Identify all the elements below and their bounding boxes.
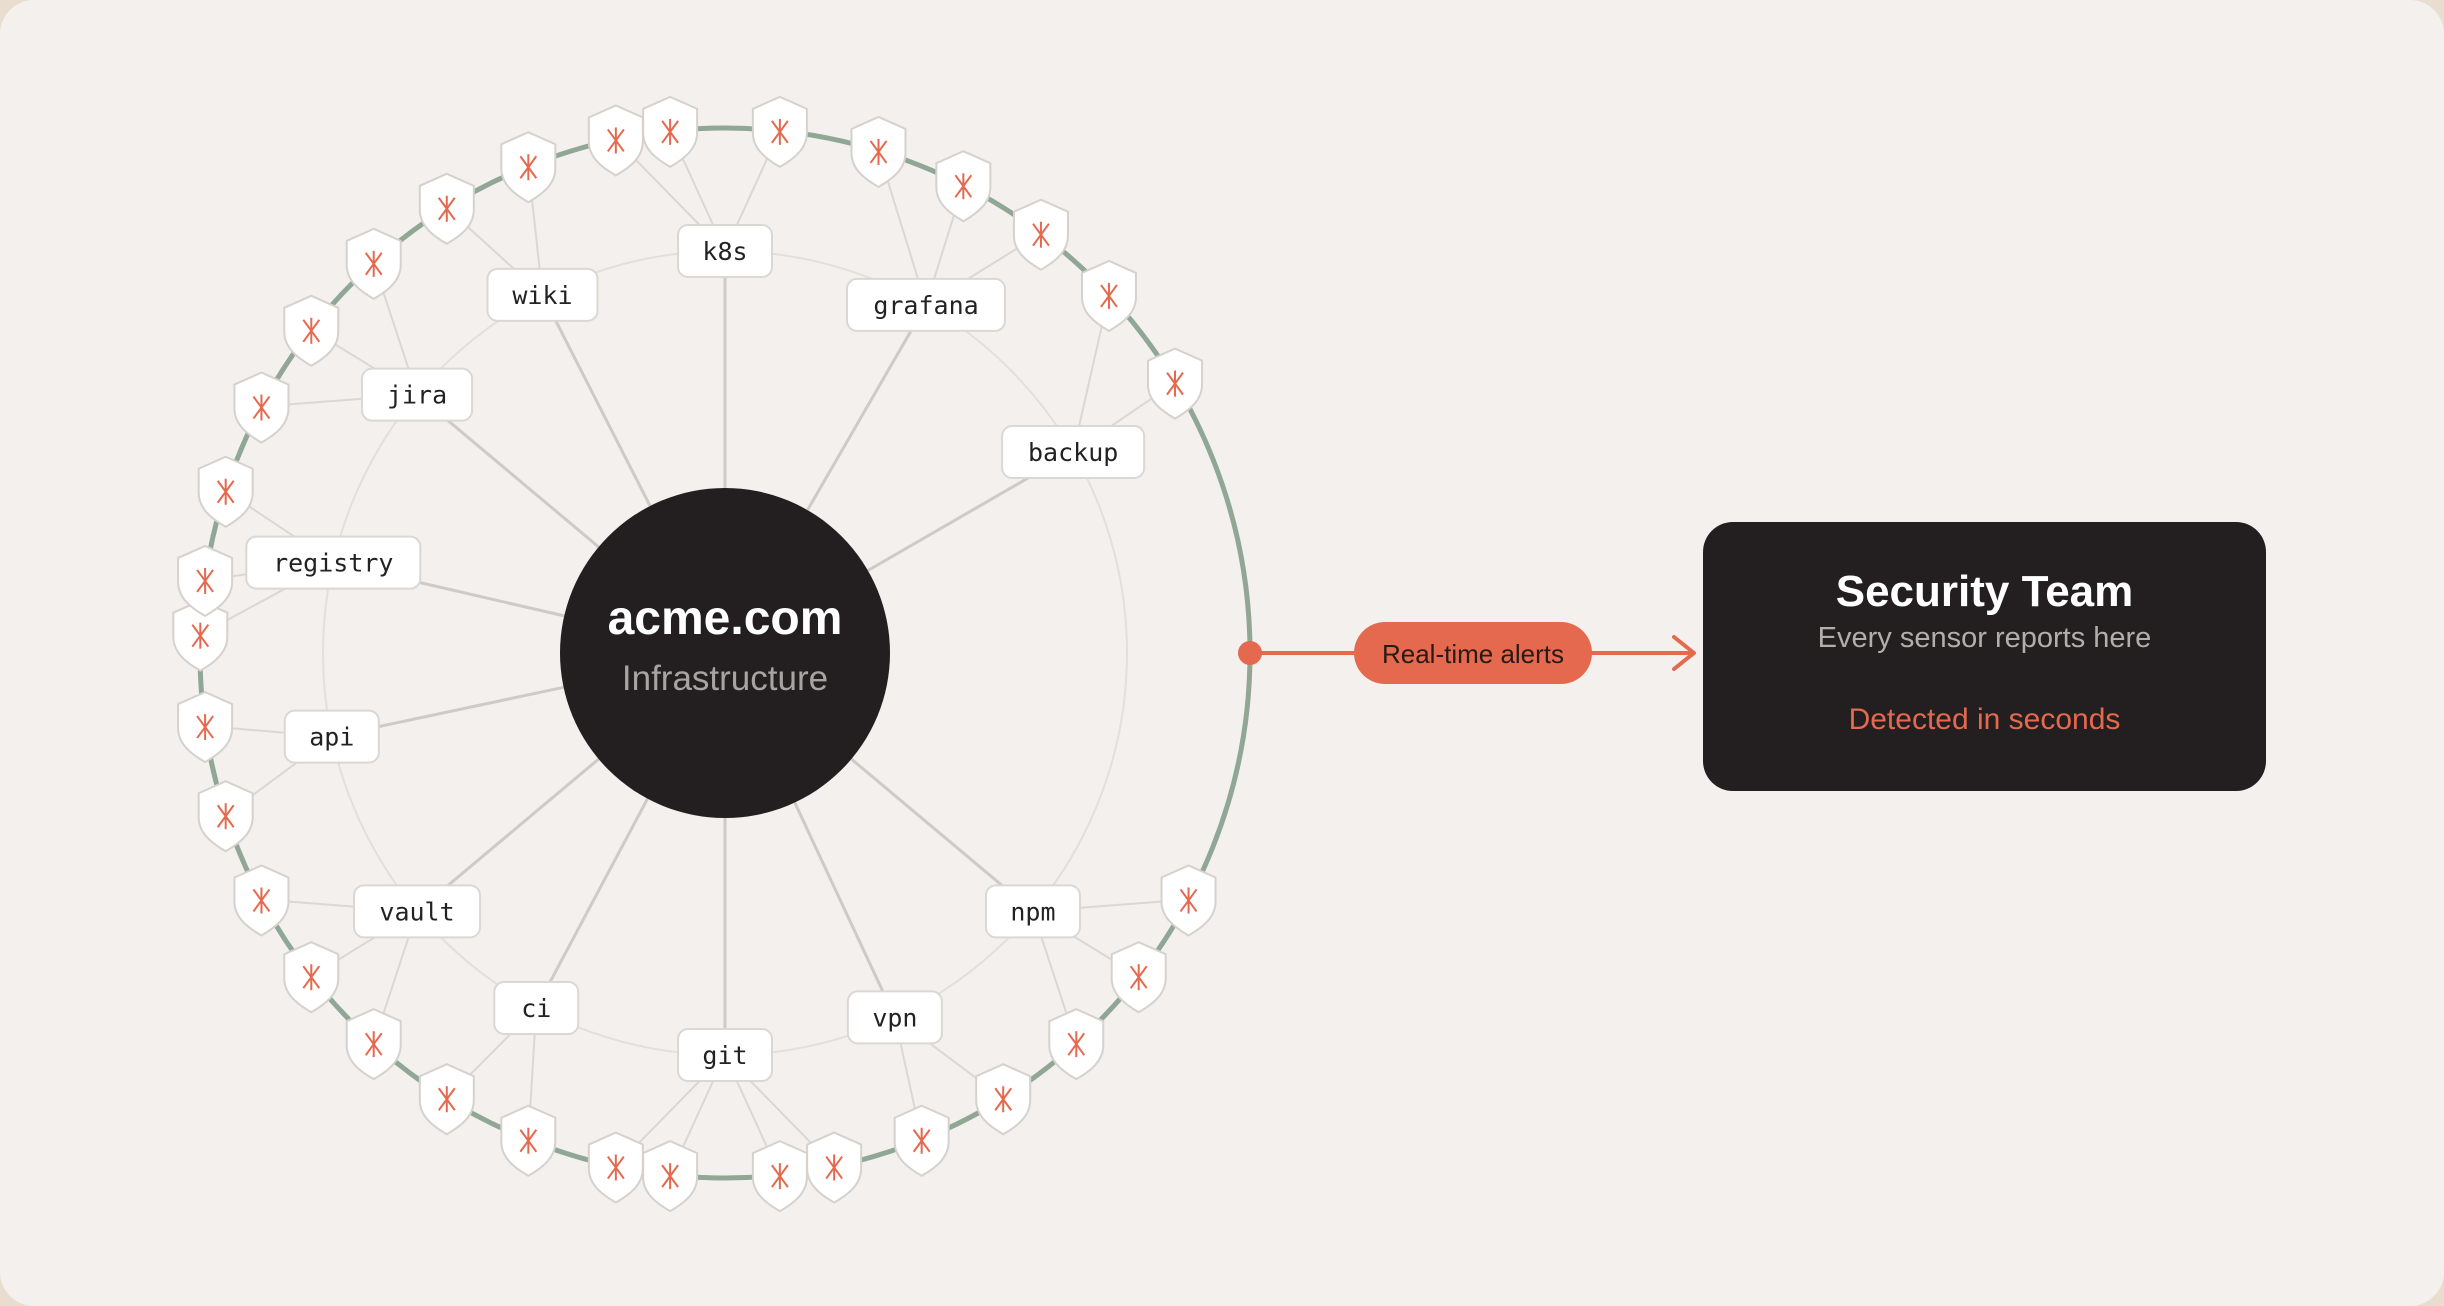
service-node-git: git — [677, 1028, 773, 1082]
arrow-right-icon — [1672, 635, 1696, 671]
service-label: vault — [379, 897, 454, 926]
service-node-ci: ci — [493, 980, 580, 1035]
team-title: Security Team — [1835, 567, 2134, 616]
shield-sensor-icon — [935, 150, 992, 223]
shield-sensor-icon — [283, 941, 340, 1014]
shield-sensor-icon — [177, 690, 234, 764]
shield-sensor-icon — [172, 599, 229, 672]
service-node-jira: jira — [361, 367, 474, 422]
service-node-registry: registry — [245, 535, 422, 590]
shield-sensor-icon — [283, 294, 340, 367]
shield-sensor-icon — [1147, 347, 1204, 420]
connector-dot-icon — [1238, 641, 1262, 665]
service-label: registry — [273, 549, 393, 578]
security-team-card: Security Team Every sensor reports here … — [1703, 522, 2266, 791]
shield-sensor-icon — [642, 1140, 699, 1213]
alert-label: Real-time alerts — [1382, 639, 1564, 669]
team-subtitle: Every sensor reports here — [1817, 622, 2152, 654]
service-label: api — [309, 723, 354, 752]
shield-sensor-icon — [177, 544, 234, 618]
shield-sensor-icon — [418, 1063, 475, 1136]
shield-sensor-icon — [418, 172, 475, 245]
alert-connector: Real-time alerts — [1238, 622, 1696, 684]
spoke-wiki — [541, 294, 652, 507]
service-node-wiki: wiki — [486, 267, 599, 322]
hub-subtitle: Infrastructure — [622, 659, 828, 698]
alert-pill — [1354, 622, 1592, 684]
service-node-k8s: k8s — [677, 224, 773, 278]
sensor-shields — [172, 95, 1217, 1213]
service-node-backup: backup — [1001, 425, 1146, 479]
shield-sensor-icon — [975, 1063, 1032, 1136]
shield-sensor-icon — [642, 95, 699, 169]
spoke-grafana — [806, 304, 928, 511]
service-node-npm: npm — [984, 884, 1081, 939]
service-label: backup — [1028, 438, 1118, 467]
spoke-vpn — [793, 801, 897, 1018]
shield-sensor-icon — [233, 864, 290, 937]
service-label: git — [702, 1041, 747, 1070]
service-label: grafana — [873, 291, 978, 320]
service-nodes: k8s grafana backup npm vpn git ci vault api regis… — [245, 224, 1146, 1082]
service-label: npm — [1010, 897, 1055, 926]
hub-title: acme.com — [608, 592, 843, 645]
shield-sensor-icon — [500, 131, 557, 204]
shield-sensor-icon — [1012, 198, 1069, 271]
shield-sensor-icon — [587, 1131, 644, 1204]
service-label: vpn — [872, 1003, 917, 1032]
shield-sensor-icon — [1080, 259, 1137, 333]
shield-sensor-icon — [197, 780, 254, 853]
service-label: k8s — [702, 237, 747, 266]
shield-sensor-icon — [893, 1104, 950, 1177]
service-node-grafana: grafana — [846, 277, 1006, 332]
service-label: wiki — [512, 281, 572, 310]
shield-sensor-icon — [500, 1104, 557, 1177]
service-node-api: api — [283, 709, 380, 764]
shield-sensor-icon — [850, 115, 907, 189]
shield-sensor-icon — [197, 455, 254, 528]
service-label: jira — [387, 381, 447, 410]
spoke-ci — [534, 797, 649, 1009]
service-node-vpn: vpn — [846, 990, 943, 1045]
shield-sensor-icon — [345, 1008, 402, 1081]
shield-sensor-icon — [806, 1131, 863, 1204]
shield-sensor-icon — [751, 1140, 808, 1213]
hub-node: acme.com Infrastructure — [560, 488, 890, 818]
service-node-vault: vault — [353, 884, 482, 939]
shield-sensor-icon — [233, 371, 290, 444]
shield-sensor-icon — [751, 95, 808, 169]
shield-sensor-icon — [1110, 941, 1167, 1014]
shield-sensor-icon — [1160, 864, 1217, 937]
shield-sensor-icon — [1048, 1008, 1105, 1081]
service-label: ci — [521, 994, 551, 1023]
team-status: Detected in seconds — [1848, 703, 2121, 736]
shield-sensor-icon — [587, 104, 644, 177]
shield-sensor-icon — [345, 227, 402, 301]
